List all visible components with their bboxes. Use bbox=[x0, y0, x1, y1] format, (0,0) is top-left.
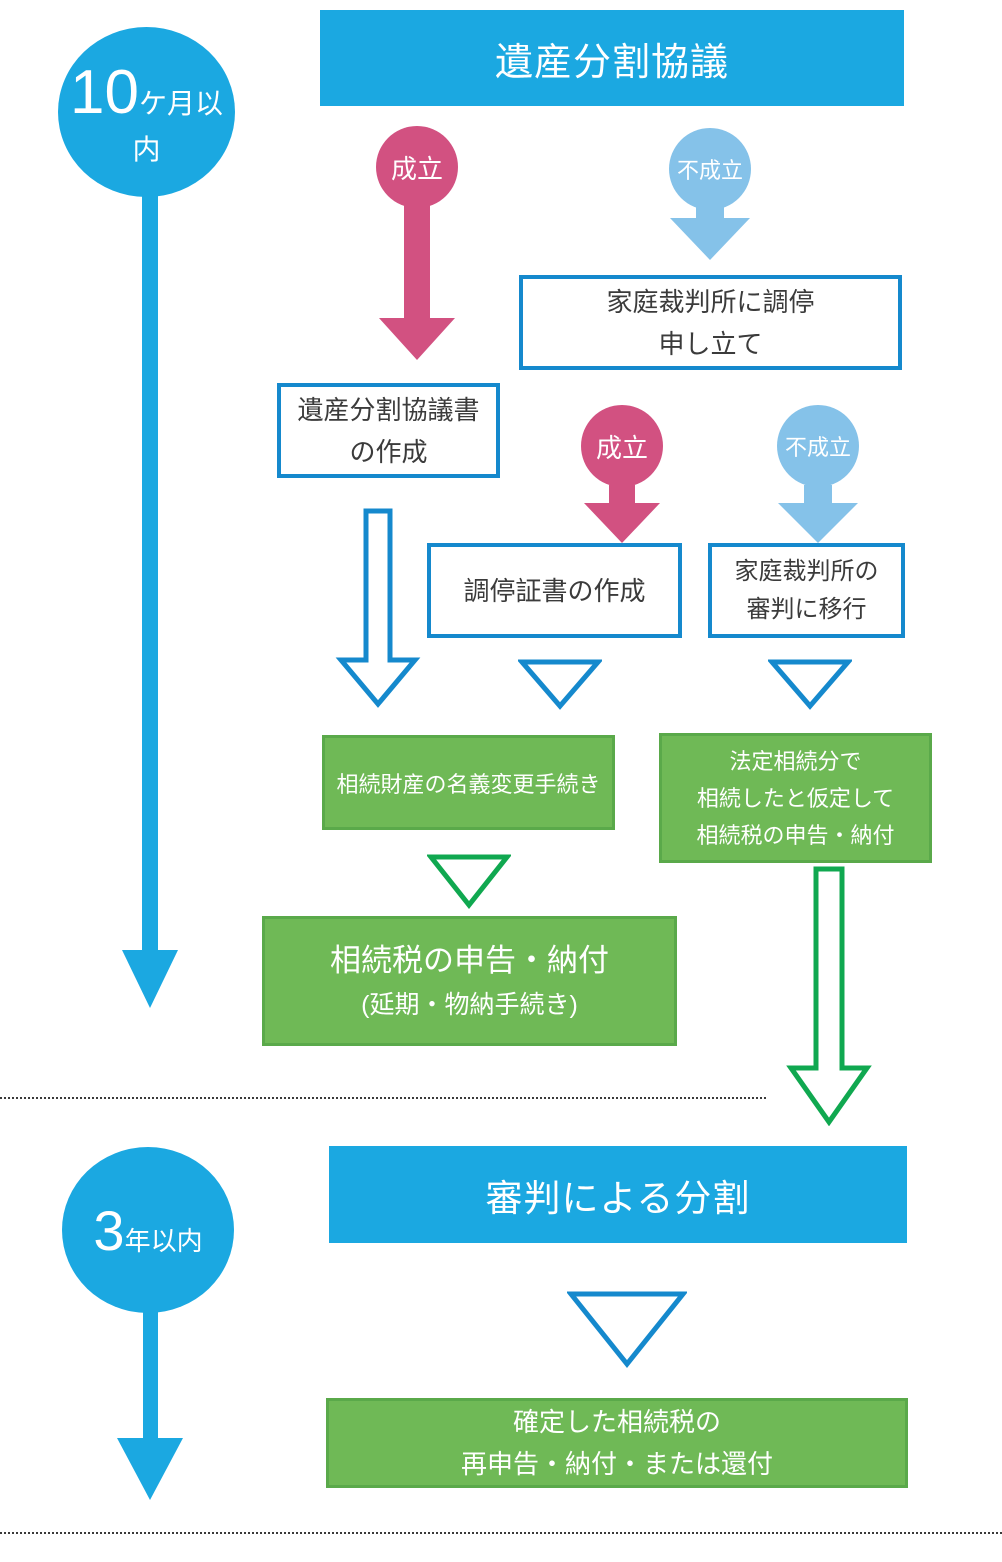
decision-agree-2-label: 成立 bbox=[595, 432, 648, 463]
hollow-arrow-down-icon bbox=[335, 508, 421, 708]
node-tax-filing-main: 相続税の申告・納付 bbox=[330, 943, 609, 978]
node-agreement-doc-line1: 遺産分割協議書 bbox=[297, 394, 480, 425]
node-mediation-certificate: 調停証書の作成 bbox=[427, 543, 682, 638]
decision-agree-1-label: 成立 bbox=[390, 153, 443, 184]
node-statutory-line3: 相続税の申告・納付 bbox=[696, 822, 895, 848]
decision-disagree-2-circle: 不成立 bbox=[777, 405, 859, 487]
decision-agree-2-circle: 成立 bbox=[581, 405, 663, 487]
node-court-transfer: 家庭裁判所の 審判に移行 bbox=[708, 543, 905, 638]
node-statutory-line2: 相続したと仮定して bbox=[696, 785, 895, 811]
node-adjudication-division: 審判による分割 bbox=[329, 1146, 907, 1243]
header-title: 遺産分割協議 bbox=[494, 41, 729, 84]
node-name-change: 相続財産の名義変更手続き bbox=[322, 735, 615, 830]
node-adjudication-label: 審判による分割 bbox=[485, 1177, 751, 1219]
node-family-court-line2: 申し立て bbox=[658, 328, 763, 359]
triangle-down-green-icon bbox=[427, 854, 511, 909]
dotted-divider bbox=[0, 1532, 1002, 1534]
timeline-10months-badge: 10ケ月以内 bbox=[58, 27, 235, 197]
timeline-3years-label: 3年以内 bbox=[93, 1198, 203, 1262]
decision-disagree-1-arrowhead-icon bbox=[670, 218, 750, 263]
node-court-transfer-line1: 家庭裁判所の bbox=[734, 557, 879, 585]
node-agreement-document: 遺産分割協議書 の作成 bbox=[277, 383, 500, 478]
decision-disagree-2-label: 不成立 bbox=[784, 435, 851, 460]
node-final-refiling-line2: 再申告・納付・または還付 bbox=[460, 1449, 773, 1479]
node-agreement-doc-line2: の作成 bbox=[349, 436, 428, 467]
decision-disagree-1-circle: 不成立 bbox=[669, 128, 751, 210]
triangle-down-blue-large-icon bbox=[567, 1291, 687, 1368]
hollow-arrow-down-green-icon bbox=[786, 866, 872, 1126]
decision-agree-2-arrow-shaft bbox=[609, 485, 635, 503]
decision-agree-1-arrowhead-icon bbox=[379, 318, 455, 363]
node-name-change-label: 相続財産の名義変更手続き bbox=[336, 771, 601, 797]
timeline-10months-label: 10ケ月以内 bbox=[70, 57, 223, 165]
timeline-3years-arrowhead-icon bbox=[117, 1438, 183, 1503]
timeline-3years-arrow-shaft bbox=[143, 1310, 158, 1438]
node-tax-filing-sub: (延期・物納手続き) bbox=[361, 991, 578, 1019]
decision-disagree-2-arrow-shaft bbox=[804, 485, 832, 503]
node-statutory-line1: 法定相続分で bbox=[729, 748, 862, 774]
triangle-down-blue-icon bbox=[518, 659, 602, 710]
node-tax-filing: 相続税の申告・納付 (延期・物納手続き) bbox=[262, 916, 677, 1046]
decision-disagree-1-label: 不成立 bbox=[676, 158, 743, 183]
node-court-transfer-line2: 審判に移行 bbox=[746, 595, 867, 623]
decision-disagree-1-arrow-shaft bbox=[696, 206, 724, 218]
decision-agree-1-arrow-shaft bbox=[404, 204, 430, 318]
timeline-10months-arrow-shaft bbox=[142, 190, 158, 950]
decision-agree-2-arrowhead-icon bbox=[584, 503, 660, 546]
dotted-divider bbox=[0, 1097, 766, 1099]
timeline-3years-badge: 3年以内 bbox=[62, 1147, 234, 1313]
node-statutory-share-filing: 法定相続分で 相続したと仮定して 相続税の申告・納付 bbox=[659, 733, 932, 863]
node-final-refiling-line1: 確定した相続税の bbox=[512, 1407, 721, 1437]
decision-disagree-2-arrowhead-icon bbox=[778, 503, 858, 546]
node-final-refiling: 確定した相続税の 再申告・納付・または還付 bbox=[326, 1398, 908, 1488]
node-mediation-cert-label: 調停証書の作成 bbox=[463, 575, 646, 606]
node-family-court-line1: 家庭裁判所に調停 bbox=[606, 286, 815, 317]
triangle-down-blue-icon bbox=[768, 659, 852, 710]
decision-agree-1-circle: 成立 bbox=[376, 126, 458, 208]
timeline-10months-arrowhead-icon bbox=[122, 950, 178, 1011]
node-family-court-mediation: 家庭裁判所に調停 申し立て bbox=[519, 275, 902, 370]
header-box: 遺産分割協議 bbox=[320, 10, 904, 106]
